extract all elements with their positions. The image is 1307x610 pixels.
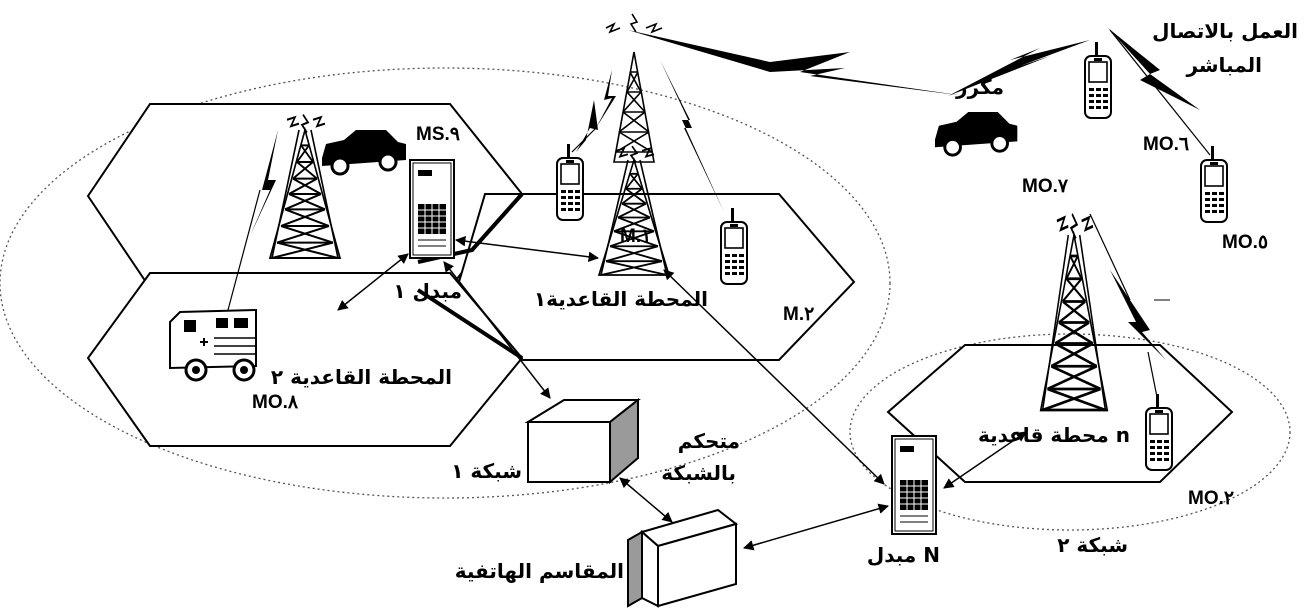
lightning-icon [948, 40, 1090, 96]
signal-line [571, 127, 597, 153]
link-switch1-controller [443, 261, 551, 399]
lightning-icon [1108, 28, 1200, 110]
switch-1-label: مبدل ١ [393, 279, 462, 303]
m2-label: M.٢ [783, 304, 814, 325]
mo5-label: MO.٥ [1222, 232, 1268, 253]
lightning-icon [596, 70, 616, 128]
handset-icon [1084, 41, 1112, 119]
link-bsN-switchN [943, 431, 1027, 489]
signal-line [227, 189, 261, 311]
mo2-label: MO.٢ [1188, 488, 1234, 509]
ms9-label: MS.٩ [416, 124, 460, 145]
direct-mode-label-1: العمل بالاتصال [1152, 19, 1298, 43]
lightning-icon [660, 60, 724, 212]
server-box-icon [627, 508, 739, 608]
car-icon [933, 110, 1019, 157]
m1-label: M.١ [620, 226, 651, 247]
mo7-label: MO.٧ [1022, 176, 1069, 197]
network-1-boundary [0, 67, 891, 499]
mo8-label: MO.٨ [252, 392, 299, 413]
lightning-icon [1110, 270, 1166, 360]
lightning-icon [250, 130, 278, 236]
network-controller-label-1: متحكم [678, 429, 740, 453]
tower-icon [605, 13, 663, 163]
lightning-icon [576, 100, 598, 152]
signal-line [1109, 29, 1211, 156]
switch-icon [891, 435, 937, 535]
server-box-icon [524, 397, 641, 485]
direct-mode-label-2: المباشر [1185, 53, 1262, 77]
link-switch1-bs1 [454, 235, 600, 263]
link-exchange-switchN [742, 503, 890, 551]
link-switch1-bs2 [337, 253, 409, 311]
cell-base-station-1 [457, 193, 856, 361]
phone-exchanges-label: المقاسم الهاتفية [455, 559, 624, 583]
repeater-label: مكرر [955, 75, 1004, 99]
network-1-label: شبكة ١ [451, 459, 522, 483]
network-2-label: شبكة ٢ [1057, 533, 1128, 557]
lightning-icon [628, 30, 965, 96]
switch-n-label: مبدل N [867, 543, 940, 567]
mo6-label: MO.٦ [1143, 134, 1189, 155]
link-controller-exchange [619, 477, 673, 523]
signal-line [1089, 213, 1131, 301]
handset-icon [1200, 145, 1228, 223]
link-bs1-switchN [663, 269, 885, 485]
base-station-1-label: المحطة القاعدية١ [534, 287, 708, 311]
signal-line [1147, 351, 1159, 403]
handset-icon [556, 143, 584, 221]
ambulance-icon [169, 308, 257, 382]
base-station-2-label: المحطة القاعدية ٢ [271, 365, 452, 389]
network-controller-label-2: بالشبكة [661, 461, 736, 485]
switch-icon [409, 159, 455, 259]
base-station-n-label: محطة قاعدية n [978, 423, 1130, 447]
